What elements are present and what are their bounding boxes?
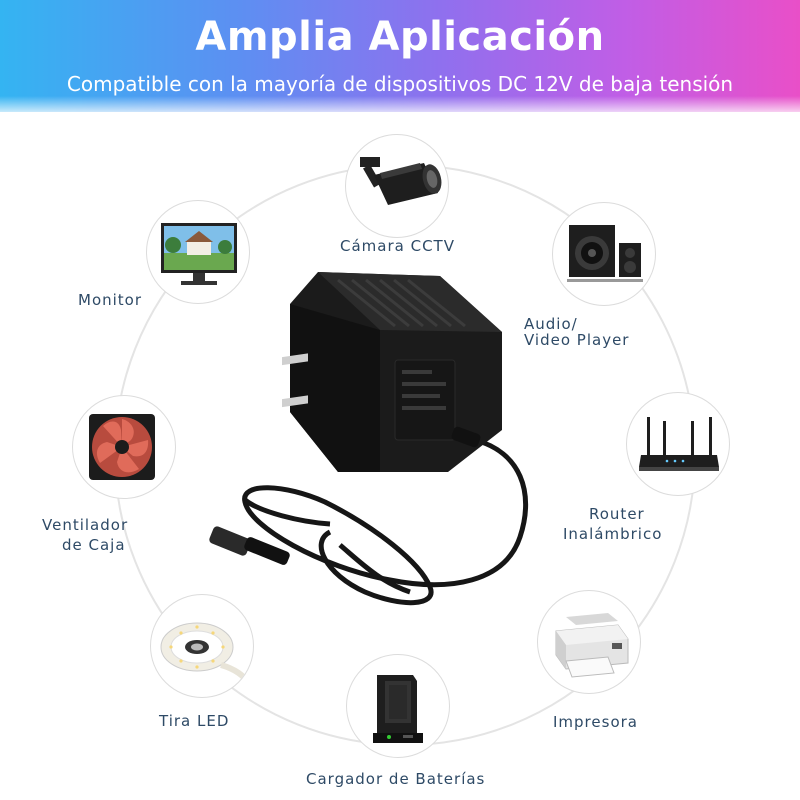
case-fan-icon	[89, 414, 155, 480]
label-charger: Cargador de Baterías	[306, 770, 486, 788]
device-audio	[552, 202, 656, 306]
label-audio-line2: Video Player	[524, 331, 630, 349]
device-camera	[345, 134, 449, 238]
device-charger	[346, 654, 450, 758]
device-monitor	[146, 200, 250, 304]
speaker-icon	[567, 225, 643, 282]
power-adapter-icon	[209, 272, 529, 606]
label-audio-line1: Audio/	[524, 315, 578, 333]
label-router-line2: Inalámbrico	[563, 525, 663, 543]
label-led: Tira LED	[159, 712, 230, 730]
label-camera: Cámara CCTV	[340, 237, 455, 255]
device-fan	[72, 395, 176, 499]
cctv-camera-icon	[360, 157, 442, 205]
label-fan-line2: de Caja	[62, 536, 126, 554]
label-monitor: Monitor	[78, 291, 143, 309]
monitor-icon	[161, 223, 237, 285]
device-led	[150, 594, 254, 698]
label-fan-line1: Ventilador	[42, 516, 129, 534]
page-subtitle: Compatible con la mayoría de dispositivo…	[66, 72, 734, 96]
wifi-router-icon	[639, 417, 719, 471]
header-banner: Amplia Aplicación Compatible con la mayo…	[0, 0, 800, 112]
device-printer	[537, 590, 641, 694]
header-fade	[0, 96, 800, 118]
page-title: Amplia Aplicación	[195, 14, 605, 60]
printer-icon	[555, 613, 629, 678]
battery-charger-icon	[373, 675, 423, 743]
label-printer: Impresora	[553, 713, 638, 731]
led-strip-icon	[160, 622, 253, 687]
device-router	[626, 392, 730, 496]
label-router-line1: Router	[589, 505, 645, 523]
